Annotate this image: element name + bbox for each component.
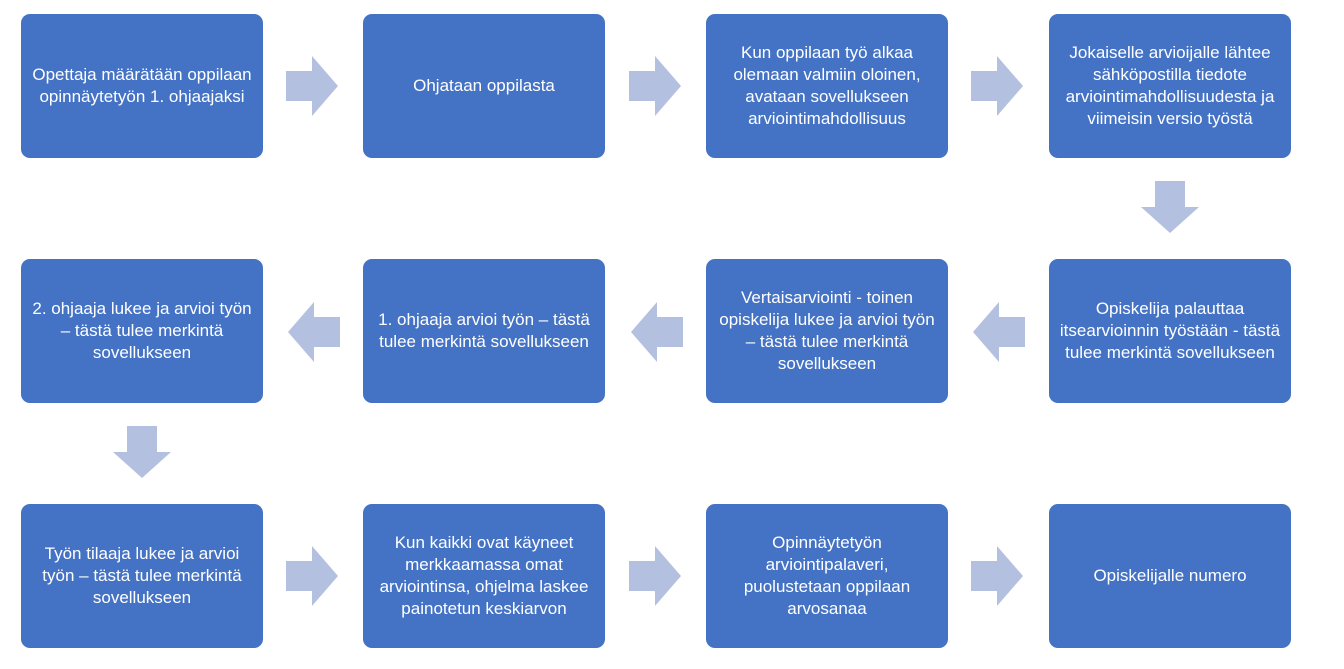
step-11-text: Opinnäytetyön arviointipalaveri, puolust… [743, 533, 911, 618]
step-4-box: Jokaiselle arvioijalle lähtee sähköposti… [1049, 14, 1291, 158]
step-3-text: Kun oppilaan työ alkaa olemaan valmiin o… [733, 43, 921, 128]
step-10-text: Kun kaikki ovat käyneet merkkaamassa oma… [379, 533, 589, 618]
arrow-right-icon [286, 56, 338, 116]
arrow-right-icon [629, 56, 681, 116]
step-8-box: 2. ohjaaja lukee ja arvioi työn – tästä … [21, 259, 263, 403]
step-10-box: Kun kaikki ovat käyneet merkkaamassa oma… [363, 504, 605, 648]
arrow-down-icon [113, 426, 171, 478]
step-6-box: Vertaisarviointi - toinen opiskelija luk… [706, 259, 948, 403]
arrow-left-icon [288, 302, 340, 362]
step-11-box: Opinnäytetyön arviointipalaveri, puolust… [706, 504, 948, 648]
step-5-text: Opiskelija palauttaa itsearvioinnin työs… [1059, 299, 1281, 362]
step-6-text: Vertaisarviointi - toinen opiskelija luk… [719, 288, 935, 373]
step-5-box: Opiskelija palauttaa itsearvioinnin työs… [1049, 259, 1291, 403]
step-2-box: Ohjataan oppilasta [363, 14, 605, 158]
step-1-box: Opettaja määrätään oppilaan opinnäytetyö… [21, 14, 263, 158]
arrow-right-icon [629, 546, 681, 606]
step-1-text: Opettaja määrätään oppilaan opinnäytetyö… [32, 65, 252, 106]
step-3-box: Kun oppilaan työ alkaa olemaan valmiin o… [706, 14, 948, 158]
step-8-text: 2. ohjaaja lukee ja arvioi työn – tästä … [32, 299, 252, 362]
step-7-text: 1. ohjaaja arvioi työn – tästä tulee mer… [378, 310, 590, 351]
step-7-box: 1. ohjaaja arvioi työn – tästä tulee mer… [363, 259, 605, 403]
arrow-right-icon [286, 546, 338, 606]
step-12-text: Opiskelijalle numero [1093, 566, 1247, 585]
arrow-left-icon [973, 302, 1025, 362]
step-9-text: Työn tilaaja lukee ja arvioi työn – täst… [42, 544, 242, 607]
arrow-left-icon [631, 302, 683, 362]
arrow-down-icon [1141, 181, 1199, 233]
step-12-box: Opiskelijalle numero [1049, 504, 1291, 648]
arrow-right-icon [971, 56, 1023, 116]
step-4-text: Jokaiselle arvioijalle lähtee sähköposti… [1065, 43, 1275, 128]
step-2-text: Ohjataan oppilasta [413, 76, 555, 95]
arrow-right-icon [971, 546, 1023, 606]
step-9-box: Työn tilaaja lukee ja arvioi työn – täst… [21, 504, 263, 648]
